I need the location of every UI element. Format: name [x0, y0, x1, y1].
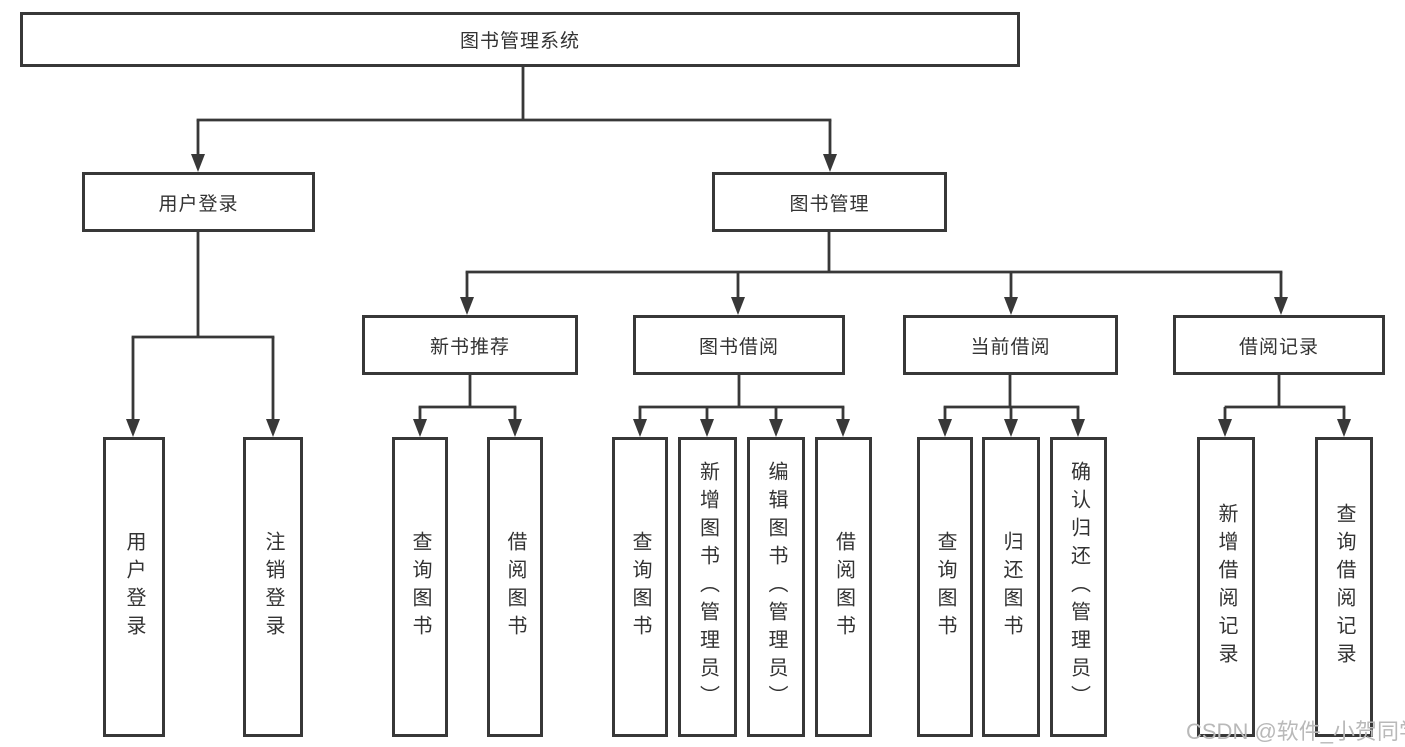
node-new-book-recommend: 新书推荐 [362, 315, 578, 375]
leaf-label: 查询图书 [409, 531, 431, 643]
leaf-label: 编辑图书（管理员） [765, 461, 787, 713]
leaf-label: 新增图书（管理员） [696, 461, 719, 713]
leaf-query-book-current: 查询图书 [917, 437, 973, 737]
leaf-return-book: 归还图书 [982, 437, 1040, 737]
node-book-borrow-label: 图书借阅 [698, 336, 779, 358]
node-root: 图书管理系统 [20, 12, 1020, 67]
node-root-label: 图书管理系统 [459, 31, 580, 52]
node-book-management-label: 图书管理 [789, 193, 870, 215]
watermark: CSDN @软件_小贺同学 [1186, 719, 1405, 744]
leaf-borrow-book: 借阅图书 [815, 437, 872, 737]
node-current-borrow: 当前借阅 [903, 315, 1118, 375]
node-current-borrow-label: 当前借阅 [970, 336, 1051, 358]
node-user-login: 用户登录 [82, 172, 315, 232]
leaf-logout-login: 注销登录 [243, 437, 303, 737]
node-new-book-recommend-label: 新书推荐 [429, 336, 510, 358]
leaf-label: 用户登录 [123, 531, 145, 643]
leaf-query-book-borrow: 查询图书 [612, 437, 668, 737]
node-book-management: 图书管理 [712, 172, 947, 232]
leaf-label: 确认归还（管理员） [1067, 461, 1090, 713]
leaf-borrow-book-recommend: 借阅图书 [487, 437, 543, 737]
leaf-label: 归还图书 [1000, 531, 1022, 643]
leaf-label: 查询图书 [629, 531, 651, 643]
leaf-confirm-return-admin: 确认归还（管理员） [1050, 437, 1107, 737]
node-user-login-label: 用户登录 [158, 193, 239, 215]
leaf-label: 新增借阅记录 [1215, 503, 1237, 671]
node-borrow-records-label: 借阅记录 [1238, 336, 1319, 358]
leaf-label: 注销登录 [262, 531, 284, 643]
leaf-label: 借阅图书 [832, 531, 855, 643]
leaf-label: 查询图书 [934, 531, 956, 643]
leaf-add-borrow-record: 新增借阅记录 [1197, 437, 1255, 737]
node-borrow-records: 借阅记录 [1173, 315, 1385, 375]
leaf-query-borrow-record: 查询借阅记录 [1315, 437, 1373, 737]
leaf-label: 查询借阅记录 [1333, 503, 1355, 671]
leaf-user-login: 用户登录 [103, 437, 165, 737]
leaf-add-book-admin: 新增图书（管理员） [678, 437, 737, 737]
node-book-borrow: 图书借阅 [633, 315, 845, 375]
leaf-query-book-recommend: 查询图书 [392, 437, 448, 737]
leaf-label: 借阅图书 [504, 531, 526, 643]
leaf-edit-book-admin: 编辑图书（管理员） [747, 437, 805, 737]
